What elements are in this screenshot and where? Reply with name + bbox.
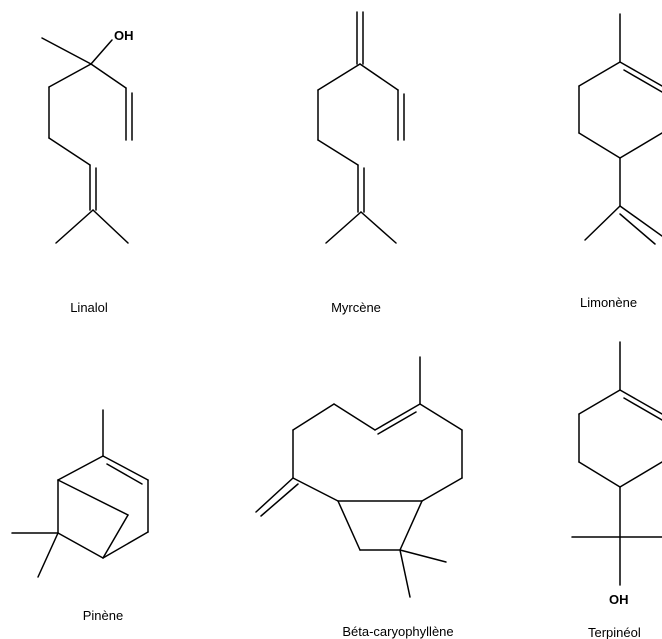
linalol-label: Linalol bbox=[70, 300, 108, 315]
linalol-oh-label: OH bbox=[114, 28, 134, 43]
myrcene-label: Myrcène bbox=[331, 300, 381, 315]
limonene-structure bbox=[578, 13, 662, 245]
terpineol-label: Terpinéol bbox=[588, 625, 641, 639]
terpineol-structure: OH bbox=[571, 341, 662, 607]
pinene-label: Pinène bbox=[83, 608, 123, 623]
linalol-structure: OH bbox=[41, 28, 134, 244]
myrcene-structure bbox=[317, 11, 405, 244]
beta-caryophyllene-structure bbox=[255, 356, 463, 598]
pinene-structure bbox=[11, 409, 149, 578]
terpineol-oh-label: OH bbox=[609, 592, 629, 607]
beta-caryophyllene-label: Béta-caryophyllène bbox=[342, 624, 453, 639]
limonene-label: Limonène bbox=[580, 295, 637, 310]
